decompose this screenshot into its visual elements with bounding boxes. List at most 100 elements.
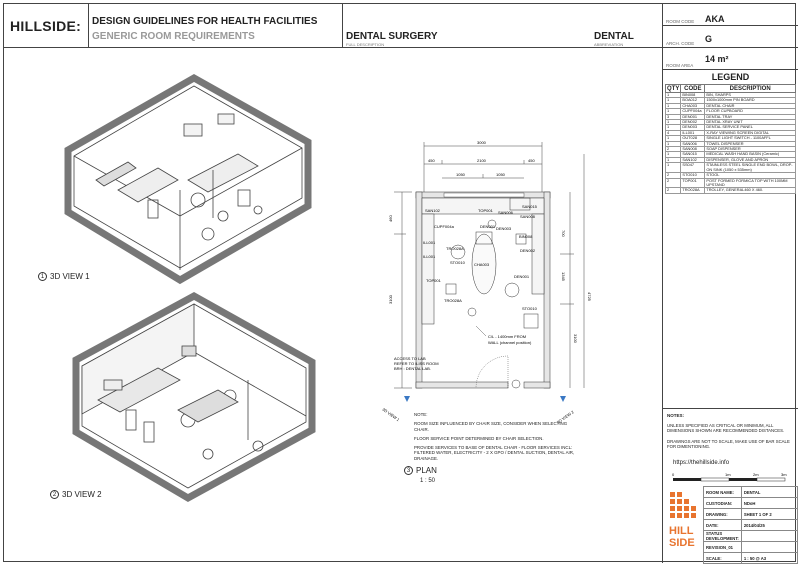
plan-notes: NOTE: ROOM SIZE INFLUENCED BY CHAIR SIZE… <box>414 412 576 465</box>
plan-note-2: FLOOR SERVICE POINT DETERMINED BY CHAIR … <box>414 435 544 441</box>
access-note-2: REFER TO ILISS ROOM <box>394 361 439 366</box>
header-divider <box>88 4 89 48</box>
plan-note-1: ROOM SIZE INFLUENCED BY CHAIR SIZE, CONS… <box>414 421 568 432</box>
legend-code: TRO028A <box>680 187 706 194</box>
floor-plan: 3000 450 2100 450 1050 1050 WINDOW ZONE … <box>381 140 592 425</box>
legend-qty: 2 <box>664 187 682 194</box>
label-tro028a-a: TRO028A <box>446 246 464 251</box>
view-2-label: 3D VIEW 2 <box>62 490 102 499</box>
plan-label: PLAN <box>416 466 437 475</box>
title-block-key: ROOM NAME: <box>703 486 742 498</box>
abbreviation: DENTAL <box>594 31 634 42</box>
label-top001-b: TOP001 <box>426 278 442 283</box>
iso-view-1 <box>64 73 312 285</box>
view-1-number: 1 <box>38 272 47 282</box>
brand-title: HILLSIDE: <box>10 18 82 34</box>
view-1-label: 3D VIEW 1 <box>50 272 90 281</box>
sheet-header: HILLSIDE: DESIGN GUIDELINES FOR HEALTH F… <box>4 4 662 48</box>
drawing-sheet: HILLSIDE: DESIGN GUIDELINES FOR HEALTH F… <box>3 3 799 564</box>
access-note-1: ACCESS TO LAB <box>394 356 426 361</box>
general-notes: NOTES: UNLESS SPECIFIED AS CRITICAL OR M… <box>663 408 798 483</box>
title-block-value: 1 : 50 @ A3 <box>740 552 799 564</box>
dim-4725: 4725 <box>587 292 592 302</box>
title-block-value: 2014/04/25 <box>740 519 799 531</box>
title-block-key: REVISION_01 <box>703 541 742 553</box>
view-1-tag: 3D VIEW 1 <box>381 407 401 423</box>
dim-1345: 1345 <box>561 272 566 282</box>
legend-description: STOOL <box>704 172 796 179</box>
title-block-row: STATUS DEVELOPMENT: <box>703 530 799 542</box>
dim-1050-left: 1050 <box>456 172 466 177</box>
dim-460: 460 <box>388 215 393 222</box>
view-2-number: 2 <box>50 490 59 500</box>
notes-heading: NOTES: <box>667 413 685 418</box>
logo-text: HILL <box>669 525 694 537</box>
label-san102: SAN102 <box>425 208 441 213</box>
dim-700: 700 <box>561 230 566 237</box>
access-note-3: BRH : DENTAL LAB. <box>394 366 431 371</box>
legend-description: 1500x1000mm PIN BOARD <box>704 97 796 104</box>
svg-text:SIDE: SIDE <box>669 537 695 549</box>
title-block-key: DRAWING: <box>703 508 742 520</box>
dim-450-right: 450 <box>528 158 535 163</box>
title-block-value <box>740 541 799 553</box>
title-block-value: SHEET 1 OF 2 <box>740 508 799 520</box>
room-code-value: AKA <box>705 14 725 24</box>
title-block-row: DATE:2014/04/25 <box>703 519 799 531</box>
label-den001-a: DEN001 <box>480 224 496 229</box>
dim-2100: 2100 <box>477 158 487 163</box>
website-link[interactable]: https://thehillside.info <box>673 460 730 466</box>
scale-tick-3: 3m <box>781 472 787 477</box>
scale-tick-1: 1m <box>725 472 731 477</box>
plan-number: 3 <box>404 466 413 476</box>
legend-code: SAN102 <box>680 156 706 164</box>
view-1-arrow-icon <box>404 396 410 402</box>
legend-title: LEGEND <box>711 72 750 82</box>
notes-line-1: UNLESS SPECIFIED AS CRITICAL OR MINIMUM,… <box>667 423 785 434</box>
scale-tick-0: 0 <box>672 472 675 477</box>
title-block-key: SCALE: <box>703 552 742 564</box>
hillside-logo: HILL SIDE <box>669 492 696 549</box>
label-ill001-a: ILL001 <box>423 240 436 245</box>
legend-description: DISPENSER, GLOVE AND APRON <box>704 156 796 164</box>
document-subtitle: GENERIC ROOM REQUIREMENTS <box>92 31 255 42</box>
view-2-arrow-icon <box>560 396 566 402</box>
plan-note-3: PROVIDE SERVICES TO BASE OF DENTAL CHAIR… <box>414 445 575 461</box>
dim-450-left: 450 <box>428 158 435 163</box>
notes-line-2: DRAWINGS ARE NOT TO SCALE, MAKE USE OF B… <box>667 439 790 450</box>
label-top001: TOP001 <box>478 208 494 213</box>
scale-bar: 0 1m 2m 3m <box>672 472 787 482</box>
window <box>443 192 525 198</box>
label-bin008: BIN008 <box>519 234 533 239</box>
title-block-row: CUSTODIAN:NDoH <box>703 497 799 509</box>
title-block-row: DRAWING:SHEET 1 OF 2 <box>703 508 799 520</box>
legend-description: TROLLEY, GENERAL460 X 460. <box>704 187 796 194</box>
title-block-key: DATE: <box>703 519 742 531</box>
legend-code: STO010 <box>680 172 706 179</box>
label-san015: SAN015 <box>522 204 538 209</box>
label-san006: SAN006 <box>498 210 514 215</box>
legend-description: SINGLE LIGHT SWITCH - 1100AFFL <box>704 135 796 142</box>
arch-code-row: ARCH. CODE G <box>663 26 798 48</box>
title-block-row: REVISION_01 <box>703 541 799 553</box>
title-block-key: CUSTODIAN: <box>703 497 742 509</box>
full-description: DENTAL SURGERY <box>346 31 438 42</box>
room-area-label: ROOM AREA <box>666 63 694 68</box>
title-block-key: STATUS DEVELOPMENT: <box>703 530 742 542</box>
plan-scale: 1 : 50 <box>420 478 436 484</box>
legend-qty: 2 <box>664 172 682 179</box>
label-tro028a-b: TRO028A <box>444 298 462 303</box>
label-sto010-a: STO010 <box>450 260 466 265</box>
abbreviation-label: ABBREVIATION <box>594 42 624 47</box>
dim-3100-left: 3100 <box>388 294 393 304</box>
info-panel: ROOM CODE AKA ARCH. CODE G ROOM AREA 14 … <box>662 4 799 564</box>
label-san008: SAN008 <box>520 214 536 219</box>
title-block-value: DENTAL <box>740 486 799 498</box>
document-title: DESIGN GUIDELINES FOR HEALTH FACILITIES <box>92 16 318 27</box>
